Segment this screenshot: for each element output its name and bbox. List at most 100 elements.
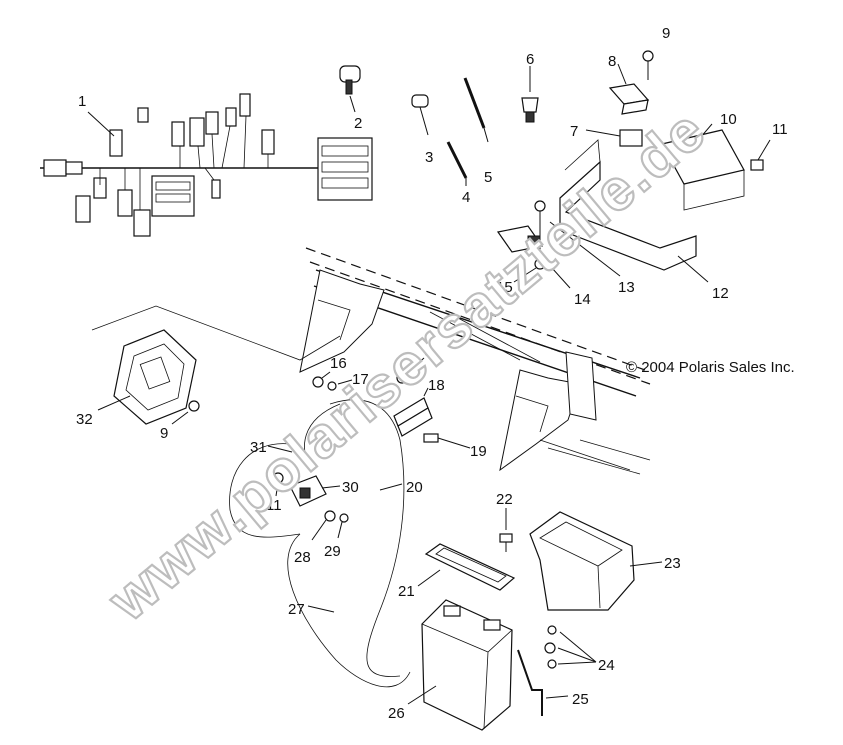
leader-10 [699, 123, 713, 139]
wire-harness [40, 93, 373, 237]
cable-31 [229, 403, 341, 538]
leader-7 [585, 129, 621, 137]
leader-27 [307, 605, 335, 613]
part-29 [339, 513, 349, 523]
callout-30: 30 [342, 479, 359, 496]
part-7 [619, 129, 643, 147]
part-11-top [750, 139, 771, 171]
callout-29: 29 [324, 543, 341, 560]
callout-22: 22 [496, 491, 513, 508]
part-6 [521, 66, 539, 123]
cable-20 [329, 399, 405, 677]
leader-12 [677, 255, 709, 283]
callout-31: 31 [250, 439, 267, 456]
part-13 [534, 200, 546, 240]
callout-17: 17 [352, 371, 369, 388]
part-30 [289, 475, 327, 507]
part-21 [424, 543, 516, 591]
leader-14 [533, 247, 571, 289]
callout-5: 5 [484, 169, 492, 186]
callout-18: 18 [428, 377, 445, 394]
callout-9a: 9 [662, 25, 670, 42]
part-32 [113, 329, 197, 425]
callout-20: 20 [406, 479, 423, 496]
leader-2 [349, 95, 356, 113]
part-5 [463, 77, 489, 143]
part-2 [339, 65, 361, 95]
callout-12: 12 [712, 285, 729, 302]
callout-11a: 11 [772, 121, 788, 138]
leader-28 [311, 519, 327, 541]
ref-line-32 [91, 305, 341, 361]
leader-32 [97, 395, 131, 411]
leader-15 [513, 267, 537, 283]
part-22 [499, 533, 513, 552]
callout-32: 32 [76, 411, 93, 428]
callout-15: 15 [496, 279, 513, 296]
part-28 [324, 510, 336, 522]
callout-19: 19 [470, 443, 487, 460]
part-9-mid [396, 372, 408, 384]
callout-8: 8 [608, 53, 616, 70]
leader-16 [321, 371, 331, 379]
leader-31 [267, 445, 293, 453]
leader-9-mid [405, 357, 425, 375]
part-10 [661, 129, 745, 211]
leader-24 [557, 631, 597, 665]
leader-17 [337, 379, 353, 385]
callout-1: 1 [78, 93, 86, 110]
vehicle-frame [299, 247, 651, 475]
callout-14: 14 [574, 291, 591, 308]
callout-3: 3 [425, 149, 433, 166]
part-15 [534, 258, 546, 270]
part-24 [544, 625, 557, 669]
callout-9c: 9 [160, 425, 168, 442]
callout-21: 21 [398, 583, 415, 600]
part-16 [312, 376, 324, 388]
leader-23 [629, 561, 663, 567]
callout-2: 2 [354, 115, 362, 132]
part-14 [496, 225, 544, 253]
callout-9b: 9 [424, 343, 432, 360]
callout-26: 26 [388, 705, 405, 722]
leader-26 [407, 685, 437, 705]
part-4 [446, 141, 468, 186]
callout-28: 28 [294, 549, 311, 566]
callout-7: 7 [570, 123, 578, 140]
part-9-left [188, 400, 200, 412]
part-8 [608, 83, 650, 115]
callout-4: 4 [462, 189, 470, 206]
part-9-top [642, 50, 654, 80]
part-3 [411, 94, 429, 136]
leader-9-left [171, 411, 189, 425]
callout-6: 6 [526, 51, 534, 68]
callout-16: 16 [330, 355, 347, 372]
part-11-left [272, 472, 284, 497]
leader-21 [417, 569, 441, 587]
part-23 [529, 511, 635, 611]
part-19 [423, 433, 471, 449]
cable-27 [287, 533, 411, 688]
callout-27: 27 [288, 601, 305, 618]
leader-25 [545, 695, 569, 699]
leader-20 [379, 483, 403, 491]
callout-23: 23 [664, 555, 681, 572]
leader-29 [337, 521, 343, 539]
copyright-notice: © 2004 Polaris Sales Inc. [626, 359, 795, 376]
callout-11b: 11 [266, 497, 282, 514]
part-12 [559, 139, 697, 271]
leader-1 [87, 111, 115, 137]
leader-30 [321, 485, 341, 489]
leader-18 [423, 387, 429, 397]
part-26 [421, 599, 513, 731]
part-17 [327, 381, 337, 391]
callout-24: 24 [598, 657, 615, 674]
leader-13 [549, 221, 621, 277]
callout-25: 25 [572, 691, 589, 708]
part-25 [517, 649, 543, 716]
part-18 [393, 397, 433, 437]
leader-8 [617, 63, 627, 85]
callout-10: 10 [720, 111, 737, 128]
callout-13: 13 [618, 279, 635, 296]
